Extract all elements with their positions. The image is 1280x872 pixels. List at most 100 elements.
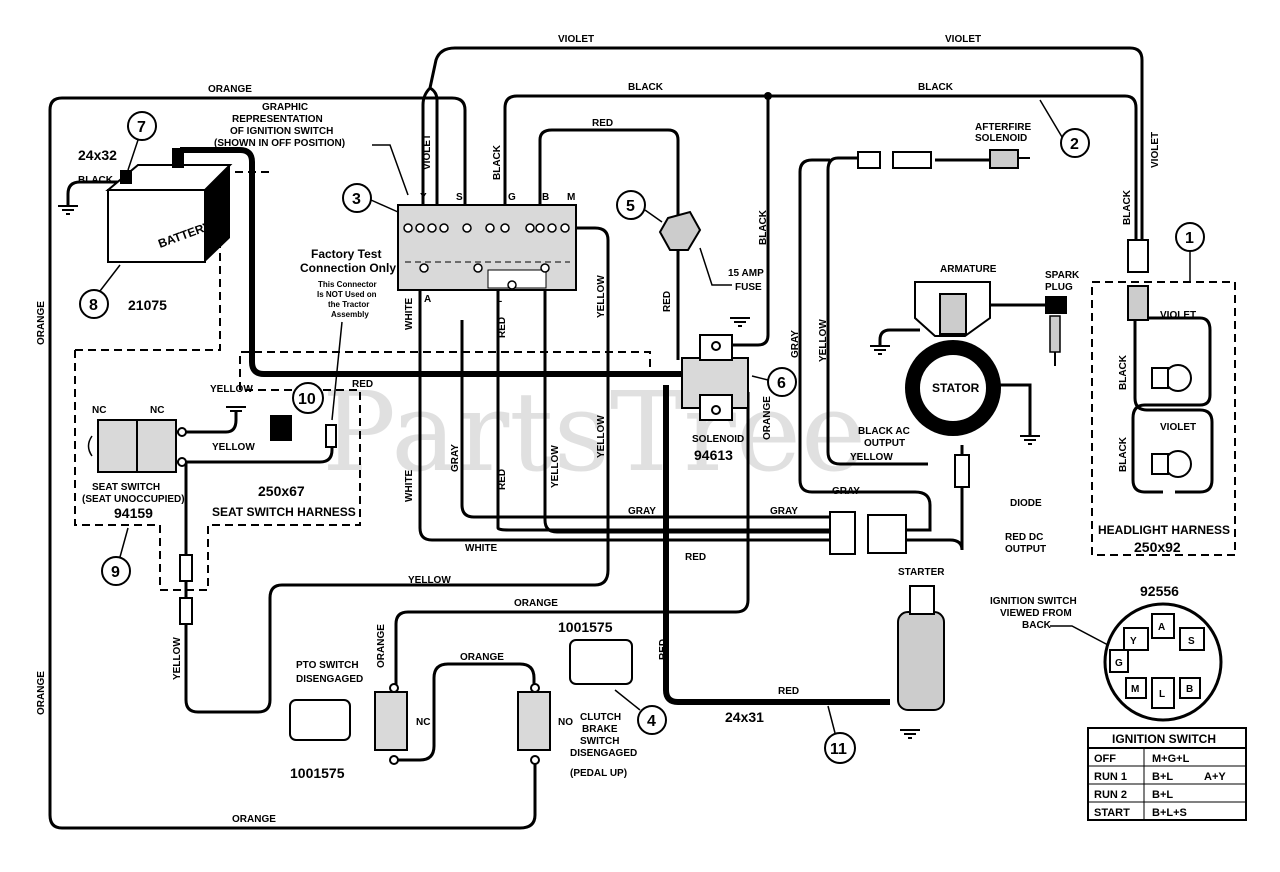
- factory-test-line2: Connection Only: [300, 261, 396, 275]
- wire-label-red: RED: [352, 379, 373, 390]
- factory-note-1: This Connector: [318, 280, 377, 289]
- clutch-line4: DISENGAGED: [570, 748, 637, 759]
- wire-label-orange: ORANGE: [36, 671, 47, 715]
- headlight-label: HEADLIGHT HARNESS: [1098, 523, 1230, 537]
- seat-nc-1: NC: [92, 405, 106, 416]
- wire-label-black: BLACK: [628, 82, 664, 93]
- svg-text:6: 6: [777, 375, 786, 392]
- callout-1: 1: [1175, 222, 1205, 282]
- wire-label-red: RED: [592, 118, 613, 129]
- wire-label-yellow: YELLOW: [408, 575, 451, 586]
- red-fuse-wire: [538, 128, 680, 215]
- callout-8: 8: [79, 264, 121, 319]
- pto-part: 1001575: [290, 765, 345, 781]
- wire-label-red: RED: [497, 469, 508, 490]
- wire-label-white: WHITE: [404, 469, 415, 502]
- wire-label-orange: ORANGE: [514, 598, 558, 609]
- armature-ground: [878, 328, 920, 345]
- ign-terminal-g: G: [508, 192, 516, 203]
- seat-harness-part: 250x67: [258, 483, 305, 499]
- wire-label-yellow: YELLOW: [550, 445, 561, 488]
- ground-icon: [226, 406, 246, 412]
- afterfire-line1: AFTERFIRE: [975, 122, 1031, 133]
- callout-7: 7: [127, 111, 157, 171]
- wire-label-yellow: YELLOW: [212, 442, 255, 453]
- ign-back-part: 92556: [1140, 583, 1179, 599]
- ignition-back-view: [1103, 602, 1223, 722]
- ign-terminal-y: Y: [420, 192, 427, 203]
- wire-label-yellow: YELLOW: [172, 637, 183, 680]
- ignition-switch: [397, 204, 577, 291]
- ign-table-conn: B+L: [1152, 771, 1173, 783]
- fuse: [658, 210, 702, 251]
- ign-table-pos: START: [1094, 807, 1130, 819]
- wire-label-red: RED: [497, 317, 508, 338]
- wire-label-orange: ORANGE: [762, 396, 773, 440]
- wire-label-white: WHITE: [465, 543, 498, 554]
- wire-label-gray: GRAY: [450, 444, 461, 472]
- yellow-m-wire: [184, 226, 610, 714]
- svg-text:1: 1: [1185, 230, 1194, 247]
- gray-wire-2: [476, 255, 830, 532]
- wire-label-black: BLACK: [758, 209, 769, 245]
- svg-text:2: 2: [1070, 136, 1079, 153]
- ground-icon: [1020, 435, 1040, 445]
- callout-2: 2: [1039, 99, 1090, 158]
- yellow-test-wire: [176, 430, 334, 464]
- wire-label-yellow: YELLOW: [596, 415, 607, 458]
- ign-back-line2: VIEWED FROM: [1000, 608, 1072, 619]
- ign-back-pin-y: Y: [1130, 636, 1137, 647]
- wire-label-orange: ORANGE: [376, 624, 387, 668]
- afterfire-solenoid: [857, 149, 1030, 169]
- stator-ground: [1000, 383, 1032, 435]
- ign-table-pos: OFF: [1094, 753, 1116, 765]
- callout-9: 9: [101, 527, 131, 586]
- spark-plug-line2: PLUG: [1045, 282, 1073, 293]
- ignition-table: [1087, 727, 1247, 821]
- callout-4: 4: [614, 689, 667, 735]
- white-wire: [418, 268, 830, 542]
- stator-label: STATOR: [932, 381, 980, 395]
- ign-table-conn: M+G+L: [1152, 753, 1190, 765]
- black-wire-top: [503, 94, 1138, 240]
- gray-stator-wire: [798, 158, 932, 532]
- wire-label-orange: ORANGE: [460, 652, 504, 663]
- clutch-no: NO: [558, 717, 573, 728]
- clutch-part: 1001575: [558, 619, 613, 635]
- headlight-bulb-icon: [1151, 364, 1192, 392]
- clutch-line5: (PEDAL UP): [570, 768, 627, 779]
- ground-icon: [730, 317, 750, 327]
- starter-cable-part: 24x31: [725, 709, 764, 725]
- pto-line2: DISENGAGED: [296, 674, 363, 685]
- ground-icon: [58, 205, 78, 215]
- clutch-line1: CLUTCH: [580, 712, 621, 723]
- yellow-seat-wire: [176, 412, 238, 434]
- wire-label-red: RED: [778, 686, 799, 697]
- fuse-line1: 15 AMP: [728, 268, 764, 279]
- seat-switch: [87, 419, 187, 473]
- factory-test-line1: Factory Test: [311, 247, 381, 261]
- battery-cable-part: 24x32: [78, 147, 117, 163]
- yellow-wire-mid: [543, 270, 830, 534]
- wire-label-gray: GRAY: [790, 330, 801, 358]
- svg-text:11: 11: [830, 741, 847, 758]
- headlight-violet: [1131, 316, 1212, 494]
- headlight-bulb-icon: [1151, 450, 1192, 478]
- wire-label-red: RED: [658, 639, 669, 660]
- red-dc-line2: OUTPUT: [1005, 544, 1046, 555]
- solenoid-part: 94613: [694, 447, 733, 463]
- factory-note-4: Assembly: [331, 310, 369, 319]
- seat-harness-label: SEAT SWITCH HARNESS: [212, 505, 356, 519]
- wire-label-yellow: YELLOW: [850, 452, 893, 463]
- svg-text:10: 10: [298, 391, 316, 408]
- afterfire-line2: SOLENOID: [975, 133, 1027, 144]
- wire-label-black: BLACK: [1118, 354, 1129, 390]
- battery-harness-outline: [75, 171, 272, 351]
- seat-switch-line1: SEAT SWITCH: [92, 482, 160, 493]
- battery-terminal-pos: [172, 148, 184, 168]
- ign-back-line3: BACK: [1022, 620, 1052, 631]
- seat-harness-outline: [74, 350, 651, 591]
- svg-text:8: 8: [89, 297, 98, 314]
- diode-wire: [905, 445, 964, 551]
- svg-text:9: 9: [111, 564, 120, 581]
